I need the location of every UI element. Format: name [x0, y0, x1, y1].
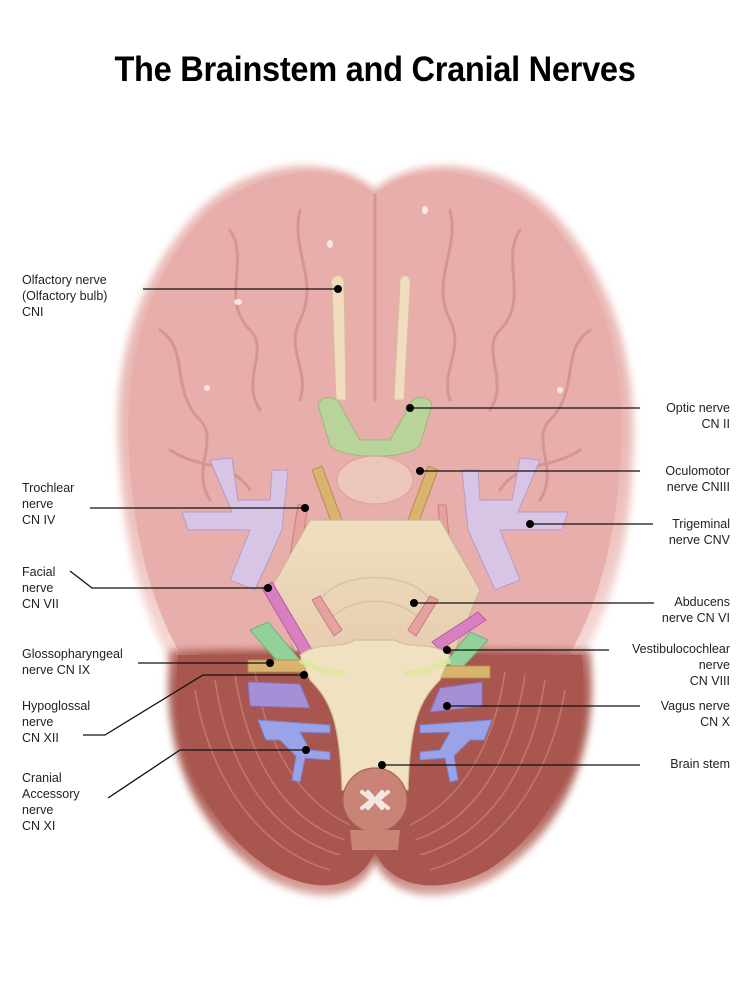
label-line: nerve CN IX	[22, 663, 91, 677]
label-line: nerve CNV	[668, 533, 730, 547]
label-vagus-nerve: Vagus nerve CN X	[661, 698, 730, 730]
label-trochlear-nerve: Trochlear nerve CN IV	[22, 480, 74, 528]
label-line: nerve	[698, 658, 730, 672]
label-line: Facial	[22, 565, 56, 579]
label-line: Hypoglossal	[22, 699, 91, 713]
label-olfactory-nerve: Olfactory nerve (Olfactory bulb) CNI	[22, 272, 107, 320]
label-line: CN XI	[22, 819, 56, 833]
vagus-nerves	[247, 681, 483, 713]
label-vestibulocochlear-nerve: Vestibulocochlear nerve CN VIII	[632, 641, 730, 689]
label-glossopharyngeal-nerve: Glossopharyngeal nerve CN IX	[22, 646, 123, 678]
label-facial-nerve: Facial nerve CN VII	[22, 564, 59, 612]
label-hypoglossal-nerve: Hypoglossal nerve CN XII	[22, 698, 90, 746]
label-line: CNI	[22, 305, 44, 319]
label-line: (Olfactory bulb)	[22, 289, 108, 303]
label-line: Cranial	[22, 771, 62, 785]
label-line: nerve CNIII	[666, 480, 730, 494]
abducens-nerves	[311, 595, 439, 637]
label-line: CN X	[700, 715, 730, 729]
label-line: Glossopharyngeal	[22, 647, 123, 661]
label-line: Oculomotor	[665, 464, 730, 478]
pons	[269, 519, 481, 651]
label-line: Trigeminal	[672, 517, 730, 531]
label-line: Trochlear	[22, 481, 75, 495]
label-line: nerve CN VI	[661, 611, 730, 625]
label-line: Vagus nerve	[660, 699, 730, 713]
label-abducens-nerve: Abducens nerve CN VI	[662, 594, 730, 626]
label-line: CN XII	[22, 731, 59, 745]
label-line: Brain stem	[670, 757, 730, 771]
label-line: Optic nerve	[666, 401, 730, 415]
label-line: Abducens	[674, 595, 730, 609]
label-line: CN VIII	[689, 674, 730, 688]
label-line: CN II	[701, 417, 730, 431]
label-line: Vestibulocochlear	[632, 642, 730, 656]
label-line: CN VII	[22, 597, 59, 611]
label-oculomotor-nerve: Oculomotor nerve CNIII	[665, 463, 730, 495]
leader-dots	[264, 285, 534, 769]
trigeminal-nerves	[181, 457, 569, 591]
optic-chiasm	[317, 397, 433, 457]
label-brain-stem: Brain stem	[670, 756, 730, 772]
label-optic-nerve: Optic nerve CN II	[666, 400, 730, 432]
label-trigeminal-nerve: Trigeminal nerve CNV	[669, 516, 730, 548]
label-line: Olfactory nerve	[22, 273, 107, 287]
olfactory-tracts	[330, 275, 411, 401]
label-line: CN IV	[22, 513, 56, 527]
label-line: Accessory	[22, 787, 80, 801]
label-line: nerve	[22, 497, 54, 511]
pituitary	[336, 455, 414, 505]
label-line: nerve	[22, 581, 54, 595]
label-line: nerve	[22, 803, 54, 817]
leader-lines	[69, 288, 654, 799]
accessory-nerves	[257, 719, 493, 783]
diagram-title: The Brainstem and Cranial Nerves	[114, 50, 636, 89]
label-cranial-accessory-nerve: Cranial Accessory nerve CN XI	[22, 770, 80, 834]
brain-stem	[298, 639, 452, 850]
label-line: nerve	[22, 715, 54, 729]
